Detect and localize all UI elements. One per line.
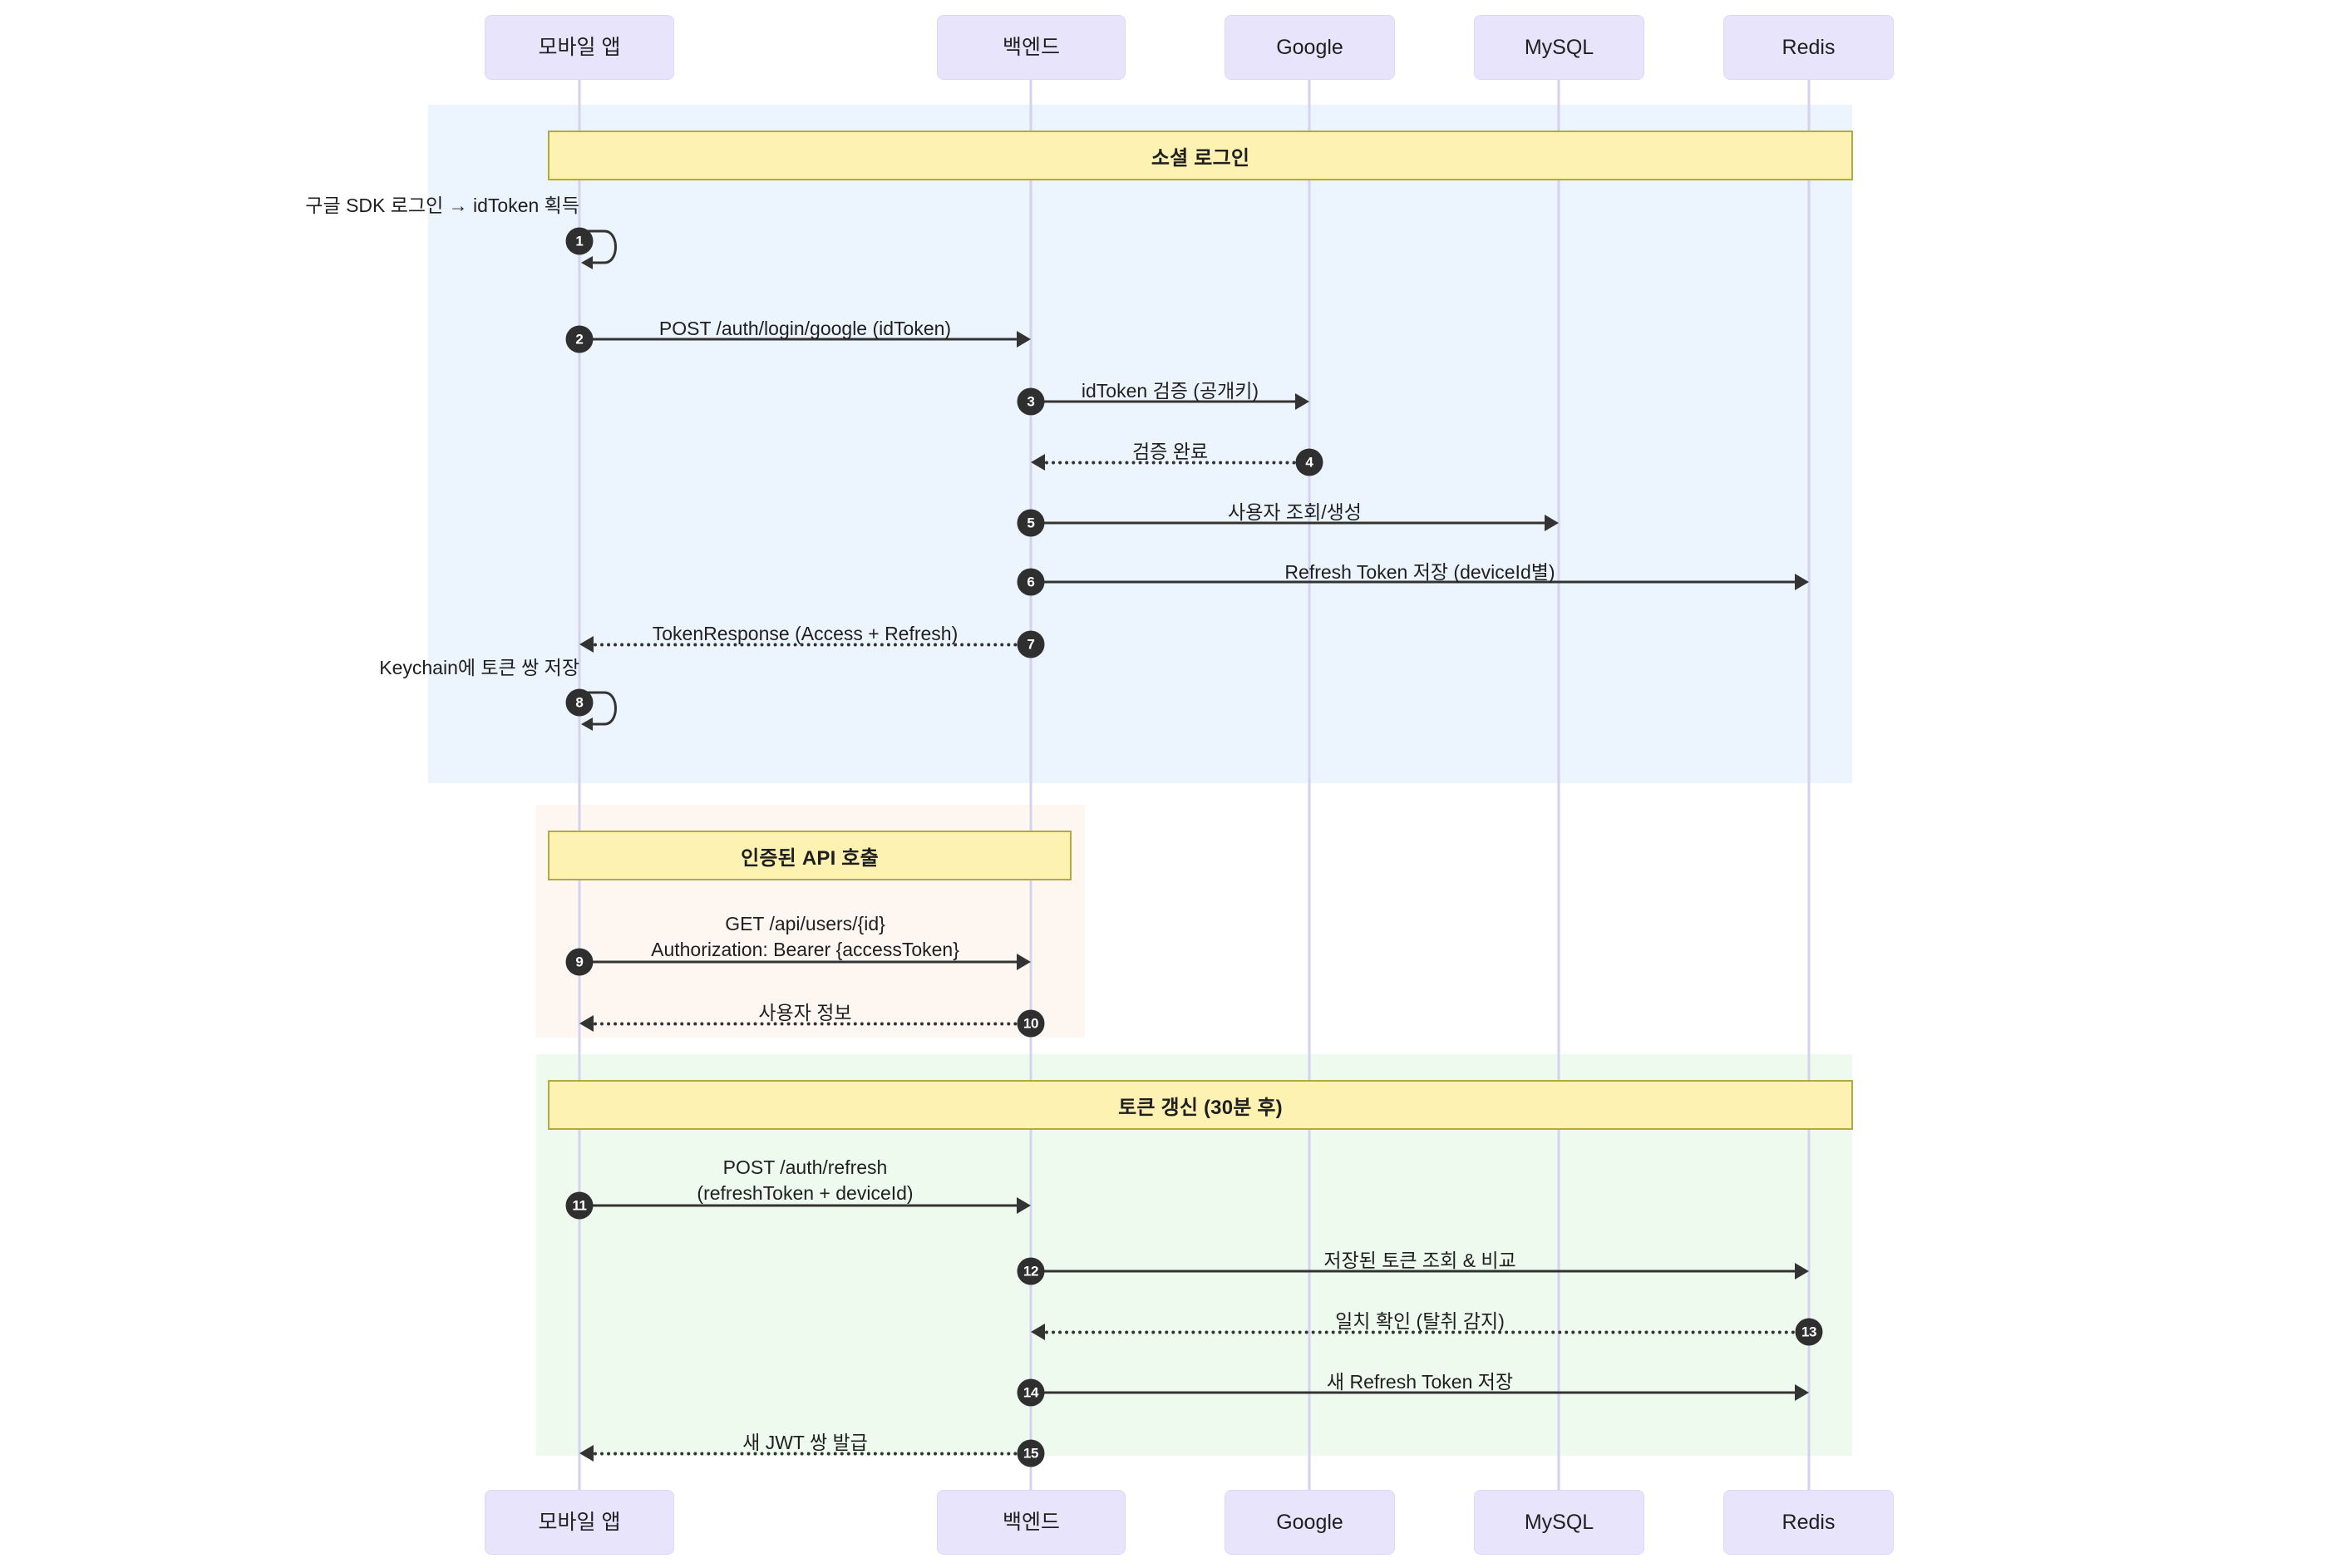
lifeline-mysql — [1557, 80, 1560, 1490]
section-title-token-refresh: 토큰 갱신 (30분 후) — [548, 1080, 1853, 1130]
self-message-8 — [579, 688, 638, 737]
sequence-number-2: 2 — [565, 325, 594, 353]
message-line-5 — [1031, 521, 1545, 525]
sequence-number-5: 5 — [1017, 509, 1045, 537]
message-label-5: 사용자 조회/생성 — [1228, 501, 1362, 523]
participant-top-mysql[interactable]: MySQL — [1474, 15, 1644, 80]
section-background-social-login — [428, 105, 1852, 783]
arrow-head-12 — [1795, 1263, 1809, 1280]
message-line-6 — [1031, 580, 1795, 584]
arrow-head-14 — [1795, 1384, 1809, 1401]
message-label-11: POST /auth/refresh (refreshToken + devic… — [697, 1156, 914, 1205]
sequence-number-15: 15 — [1017, 1439, 1045, 1467]
message-label-15: 새 JWT 쌍 발급 — [742, 1432, 868, 1453]
sequence-number-8: 8 — [565, 688, 594, 717]
message-label-13: 일치 확인 (탈취 감지) — [1335, 1310, 1505, 1332]
message-label-9: GET /api/users/{id} Authorization: Beare… — [651, 913, 959, 961]
message-line-15 — [594, 1452, 1031, 1456]
arrow-head-6 — [1795, 574, 1809, 590]
sequence-number-7: 7 — [1017, 630, 1045, 658]
lifeline-google — [1308, 80, 1311, 1490]
arrow-head-9 — [1017, 954, 1031, 970]
sequence-number-10: 10 — [1017, 1009, 1045, 1038]
message-line-12 — [1031, 1270, 1795, 1273]
arrow-head-5 — [1545, 515, 1559, 531]
message-label-4: 검증 완료 — [1131, 441, 1209, 462]
message-line-4 — [1045, 461, 1309, 465]
participant-top-backend[interactable]: 백엔드 — [937, 15, 1126, 80]
section-title-authed-api-call: 인증된 API 호출 — [548, 831, 1072, 880]
message-line-11 — [579, 1204, 1017, 1207]
participant-top-redis[interactable]: Redis — [1723, 15, 1894, 80]
self-message-1 — [579, 226, 638, 276]
section-title-social-login: 소셜 로그인 — [548, 131, 1853, 180]
message-line-2 — [579, 338, 1017, 341]
lifeline-app — [578, 80, 581, 1490]
arrow-head-11 — [1017, 1197, 1031, 1214]
message-label-1: 구글 SDK 로그인 → idToken 획득 — [305, 194, 579, 216]
arrow-head-2 — [1017, 331, 1031, 348]
participant-bottom-backend[interactable]: 백엔드 — [937, 1490, 1126, 1555]
participant-bottom-mysql[interactable]: MySQL — [1474, 1490, 1644, 1555]
participant-top-google[interactable]: Google — [1225, 15, 1395, 80]
arrow-head-10 — [579, 1015, 594, 1032]
sequence-number-4: 4 — [1295, 448, 1323, 476]
arrow-head-3 — [1295, 393, 1309, 410]
sequence-number-14: 14 — [1017, 1378, 1045, 1407]
message-line-3 — [1031, 400, 1295, 403]
sequence-number-3: 3 — [1017, 387, 1045, 416]
participant-bottom-redis[interactable]: Redis — [1723, 1490, 1894, 1555]
lifeline-redis — [1807, 80, 1811, 1490]
message-label-2: POST /auth/login/google (idToken) — [658, 318, 952, 339]
message-line-14 — [1031, 1391, 1795, 1394]
sequence-number-13: 13 — [1795, 1318, 1823, 1346]
sequence-number-9: 9 — [565, 948, 594, 976]
arrow-head-4 — [1031, 454, 1045, 471]
sequence-number-11: 11 — [565, 1191, 594, 1220]
message-line-7 — [594, 643, 1031, 647]
arrow-head-7 — [579, 636, 594, 653]
participant-top-app[interactable]: 모바일 앱 — [485, 15, 674, 80]
sequence-number-6: 6 — [1017, 568, 1045, 596]
message-label-6: Refresh Token 저장 (deviceId별) — [1284, 561, 1555, 583]
message-line-13 — [1045, 1330, 1809, 1334]
message-label-12: 저장된 토큰 조회 & 비교 — [1323, 1250, 1516, 1271]
message-label-10: 사용자 정보 — [758, 1002, 852, 1023]
lifeline-backend — [1029, 80, 1032, 1490]
message-line-10 — [594, 1022, 1031, 1026]
message-label-3: idToken 검증 (공개키) — [1081, 380, 1259, 402]
message-label-8: Keychain에 토큰 쌍 저장 — [379, 656, 579, 678]
sequence-number-1: 1 — [565, 227, 594, 255]
message-line-9 — [579, 960, 1017, 964]
arrow-head-15 — [579, 1445, 594, 1462]
message-label-7: TokenResponse (Access + Refresh) — [652, 623, 959, 644]
sequence-number-12: 12 — [1017, 1257, 1045, 1285]
participant-bottom-google[interactable]: Google — [1225, 1490, 1395, 1555]
participant-bottom-app[interactable]: 모바일 앱 — [485, 1490, 674, 1555]
message-label-14: 새 Refresh Token 저장 — [1326, 1371, 1514, 1393]
arrow-head-13 — [1031, 1324, 1045, 1340]
